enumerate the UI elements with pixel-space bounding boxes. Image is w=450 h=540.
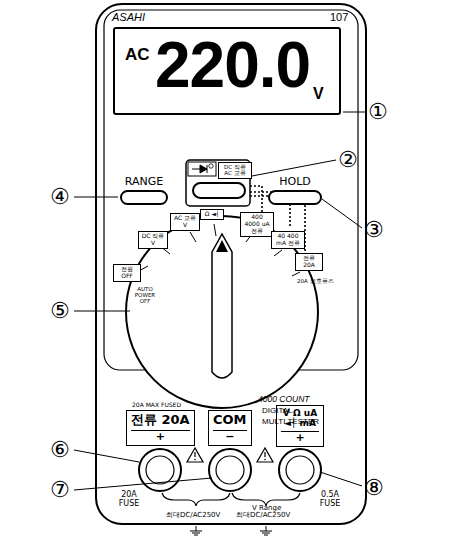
callout-number: ⑥	[50, 438, 70, 462]
dial-text: 40 400 mA 전류	[276, 232, 300, 246]
printed-label: 0.5A FUSE	[318, 491, 342, 509]
printed-label: 20A FUSE	[118, 491, 140, 509]
printed-label: MULTI TESTER	[262, 418, 319, 427]
display-reading: V	[313, 85, 324, 103]
polarity-sign: +	[131, 430, 190, 443]
callout-number: ③	[364, 218, 384, 242]
push-button	[192, 182, 246, 199]
callout-number: ②	[338, 148, 358, 172]
dial-position-label: AC 교류 V	[170, 213, 200, 231]
callout-number: ①	[368, 100, 388, 124]
terminal-label: COM −	[208, 410, 252, 446]
polarity-sign: +	[281, 431, 319, 444]
mode-label: DC 직류 AC 교류	[218, 162, 252, 179]
printed-label: 4000 COUNT	[258, 395, 310, 404]
dial-position-label: DC 직류 V	[138, 231, 168, 249]
dial-position-label: 전원 OFF	[113, 264, 141, 282]
callout-number: ⑦	[50, 478, 70, 502]
dial-text: Ω ◄┤	[205, 210, 220, 217]
dial-position-label: 전류 20A	[295, 253, 323, 271]
terminal-name: COM	[213, 413, 247, 428]
terminal-label: 전류 20A +	[126, 410, 195, 446]
dial-position-label: 400 4000 uA 전류	[240, 212, 274, 237]
display-reading: 220.0	[155, 33, 310, 97]
printed-label: 최대DC/AC250V	[236, 512, 290, 520]
dial-text: 전류 20A	[303, 254, 315, 268]
dial-text: DC 직류 V	[142, 232, 165, 246]
lcd-display: AC220.0V	[113, 27, 341, 115]
dial-text: AC 교류 V	[174, 214, 196, 228]
callout-number: ④	[50, 185, 70, 209]
callout-number: ⑤	[50, 299, 70, 323]
printed-label: 최대DC/AC250V	[166, 512, 220, 520]
push-button: RANGE	[120, 190, 168, 205]
printed-label: 107	[330, 11, 348, 23]
printed-label: 20A MAX FUSED	[132, 402, 181, 409]
callout-number: ⑧	[364, 476, 384, 500]
printed-label: 20A 보호퓨즈	[297, 278, 334, 284]
dial-text: 400 4000 uA 전류	[244, 213, 269, 234]
printed-label: AUTO POWER OFF	[132, 286, 158, 304]
printed-label: ASAHI	[112, 11, 145, 23]
printed-label: DIGITAL	[262, 407, 293, 416]
dial-text: DC 직류 AC 교류	[224, 164, 246, 176]
dial-position-label: 40 400 mA 전류	[271, 231, 305, 249]
dial-text: 전원 OFF	[121, 265, 133, 279]
polarity-sign: −	[213, 430, 247, 443]
button-label: HOLD	[279, 175, 311, 188]
push-button: HOLD	[268, 190, 322, 205]
display-reading: AC	[125, 45, 150, 65]
button-label: RANGE	[125, 175, 163, 188]
terminal-name: 전류 20A	[131, 413, 190, 428]
dial-position-label: Ω ◄┤	[200, 209, 224, 220]
